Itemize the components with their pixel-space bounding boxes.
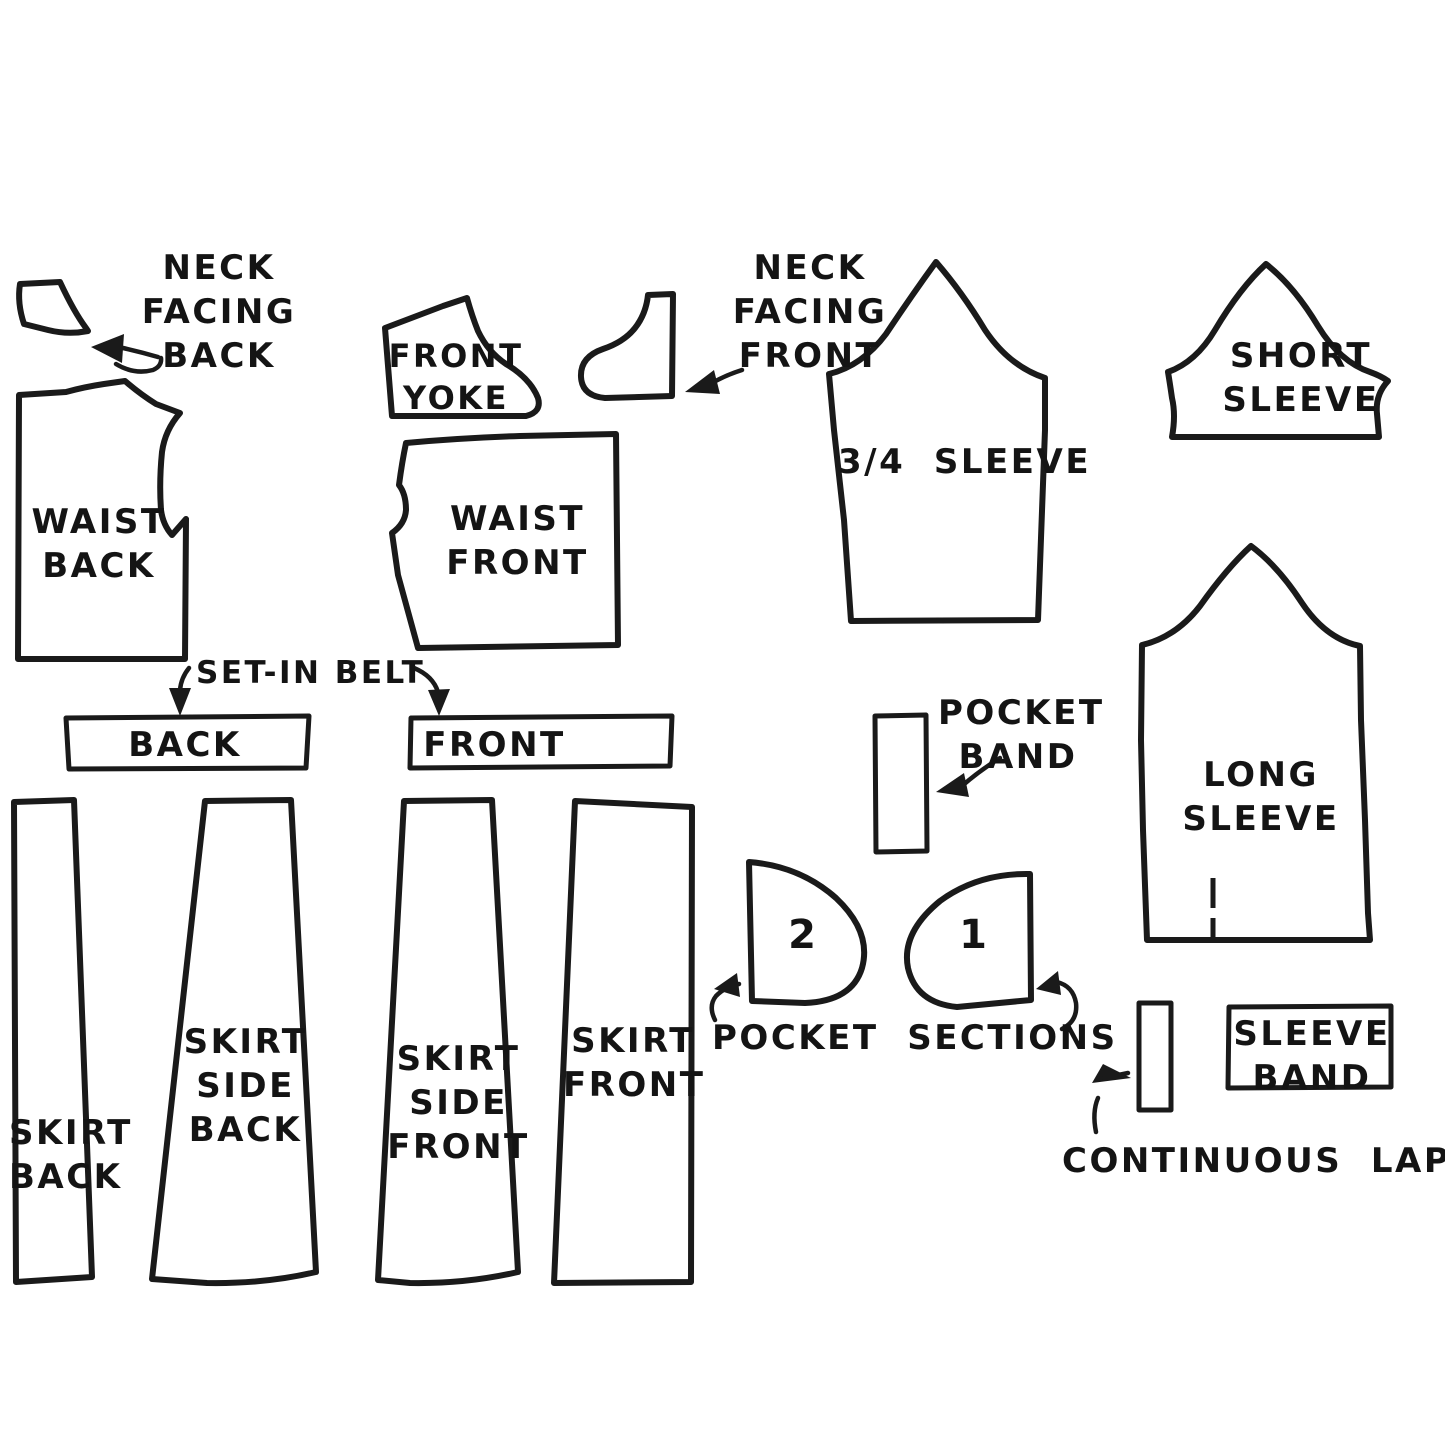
pocket-sections-right-arrowhead-icon (1036, 971, 1061, 995)
neck-facing-back-leader-line (120, 345, 161, 360)
piece-neck-facing-front (577, 291, 676, 401)
piece-skirt-front (551, 798, 695, 1286)
pocket-sections-left-arrowhead-icon (714, 973, 740, 997)
piece-long-sleeve (1138, 543, 1373, 943)
label-pocket-section-1-number: 1 (959, 912, 987, 958)
piece-belt-back (63, 713, 312, 772)
set-in-belt-front-leader-line (411, 665, 441, 695)
neck-facing-back-leader-curl (113, 355, 164, 374)
continuous-lap-leader-line (1092, 1095, 1101, 1135)
piece-skirt-side-front (375, 797, 521, 1287)
label-waist-back: WAIST BACK (31, 502, 167, 587)
label-neck-facing-back: NECK FACING BACK (141, 248, 297, 377)
label-skirt-side-back: SKIRT SIDE BACK (183, 1022, 308, 1151)
label-short-sleeve: SHORT SLEEVE (1222, 336, 1380, 421)
label-neck-facing-front: NECK FACING FRONT (732, 248, 888, 377)
piece-skirt-back (11, 797, 95, 1285)
label-skirt-back: SKIRT BACK (9, 1113, 133, 1198)
label-pocket-sections: POCKET SECTIONS (712, 1018, 1118, 1058)
piece-three-quarter-sleeve (826, 259, 1048, 624)
piece-skirt-side-back (149, 797, 319, 1287)
set-in-belt-back-arrowhead-icon (169, 688, 191, 716)
label-long-sleeve: LONG SLEEVE (1182, 755, 1340, 840)
label-pocket-band: POCKET BAND (938, 693, 1105, 778)
label-belt-back: BACK (128, 725, 242, 765)
piece-pocket-section-2 (746, 859, 868, 1006)
piece-waist-front (389, 431, 621, 651)
label-set-in-belt: SET-IN BELT (196, 655, 426, 691)
continuous-lap-leader-line-2 (1101, 1070, 1131, 1081)
pocket-band-arrowhead-icon (936, 773, 969, 797)
piece-neck-facing-back (16, 279, 91, 336)
continuous-lap-arrowhead-icon (1092, 1064, 1131, 1083)
piece-sleeve-band (1225, 1003, 1394, 1091)
piece-continuous-lap (1136, 1000, 1174, 1113)
set-in-belt-back-leader-line (177, 665, 192, 693)
label-belt-front: FRONT (423, 725, 566, 765)
label-three-quarter-sleeve: 3/4 SLEEVE (838, 442, 1092, 482)
piece-short-sleeve (1165, 261, 1391, 440)
label-skirt-front: SKIRT FRONT (563, 1021, 706, 1106)
piece-belt-front (407, 713, 675, 771)
label-front-yoke: FRONT YOKE (388, 337, 524, 417)
piece-pocket-band (872, 712, 930, 855)
neck-facing-back-arrowhead-icon (91, 334, 124, 363)
label-skirt-side-front: SKIRT SIDE FRONT (387, 1039, 530, 1168)
set-in-belt-front-arrowhead-icon (428, 689, 450, 716)
label-waist-front: WAIST FRONT (446, 499, 589, 584)
pocket-sections-right-leader-line (1054, 979, 1079, 1032)
piece-front-yoke (382, 295, 542, 419)
piece-pocket-section-1 (904, 870, 1034, 1010)
label-sleeve-band: SLEEVE BAND (1233, 1014, 1391, 1099)
neck-facing-front-arrowhead-icon (685, 370, 720, 394)
piece-waist-back (15, 378, 189, 662)
label-continuous-lap: CONTINUOUS LAP (1062, 1141, 1445, 1181)
label-pocket-section-2-number: 2 (788, 912, 816, 958)
